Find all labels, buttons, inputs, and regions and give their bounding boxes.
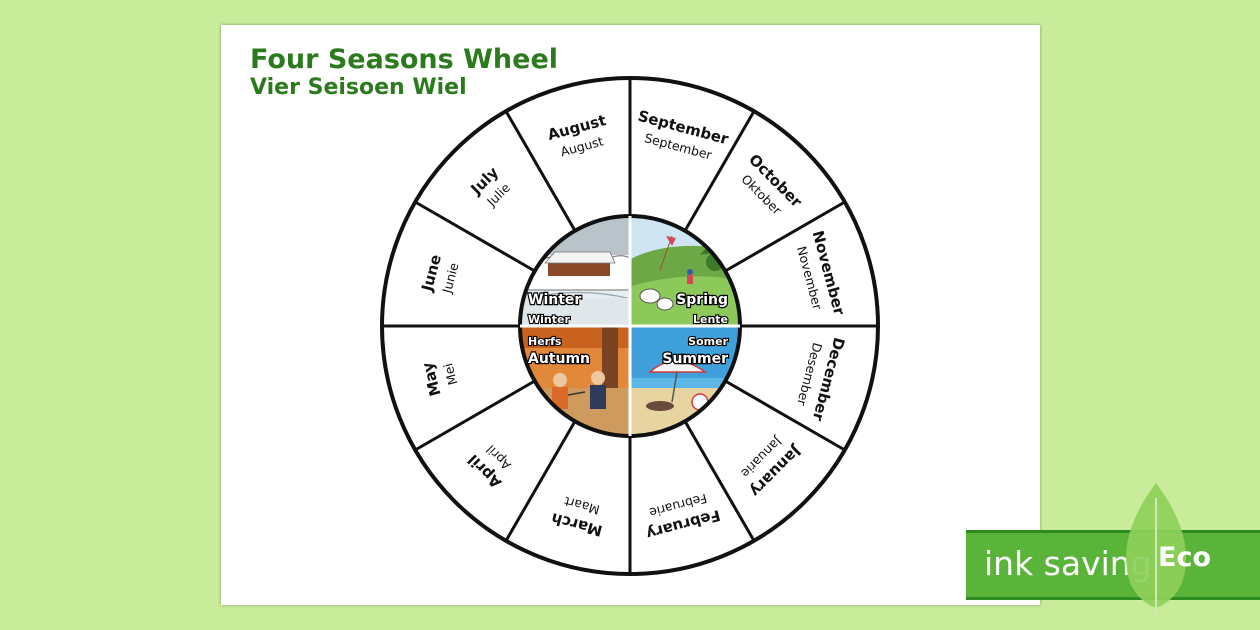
title-afrikaans: Vier Seisoen Wiel (250, 75, 467, 100)
eco-label: Eco (1158, 542, 1211, 573)
month-may-afrikaans: Mei (440, 362, 460, 387)
season-winter-af: Winter (528, 313, 570, 326)
ink-saving-text: ink saving (984, 544, 1152, 583)
month-divider (683, 420, 756, 542)
month-divider (724, 200, 846, 273)
season-spring-af: Lente (693, 313, 728, 326)
month-divider (683, 110, 756, 232)
season-summer-en: Summer (662, 351, 728, 367)
eco-leaf-icon (1126, 483, 1186, 616)
month-divider (504, 420, 577, 542)
season-winter-en: Winter (528, 292, 581, 308)
month-divider (414, 379, 536, 452)
month-divider (414, 200, 536, 273)
month-divider (724, 379, 846, 452)
month-dividers (382, 78, 878, 574)
eco-bar (966, 530, 1260, 600)
eco-badge: ink saving Eco (966, 478, 1260, 618)
autumn-picture (520, 326, 630, 436)
title-english: Four Seasons Wheel (250, 44, 559, 75)
season-autumn-af: Herfs (528, 335, 562, 348)
season-autumn-en: Autumn (528, 351, 590, 367)
season-summer-af: Somer (688, 335, 728, 348)
month-divider (504, 110, 577, 232)
season-spring-en: Spring (676, 292, 728, 308)
